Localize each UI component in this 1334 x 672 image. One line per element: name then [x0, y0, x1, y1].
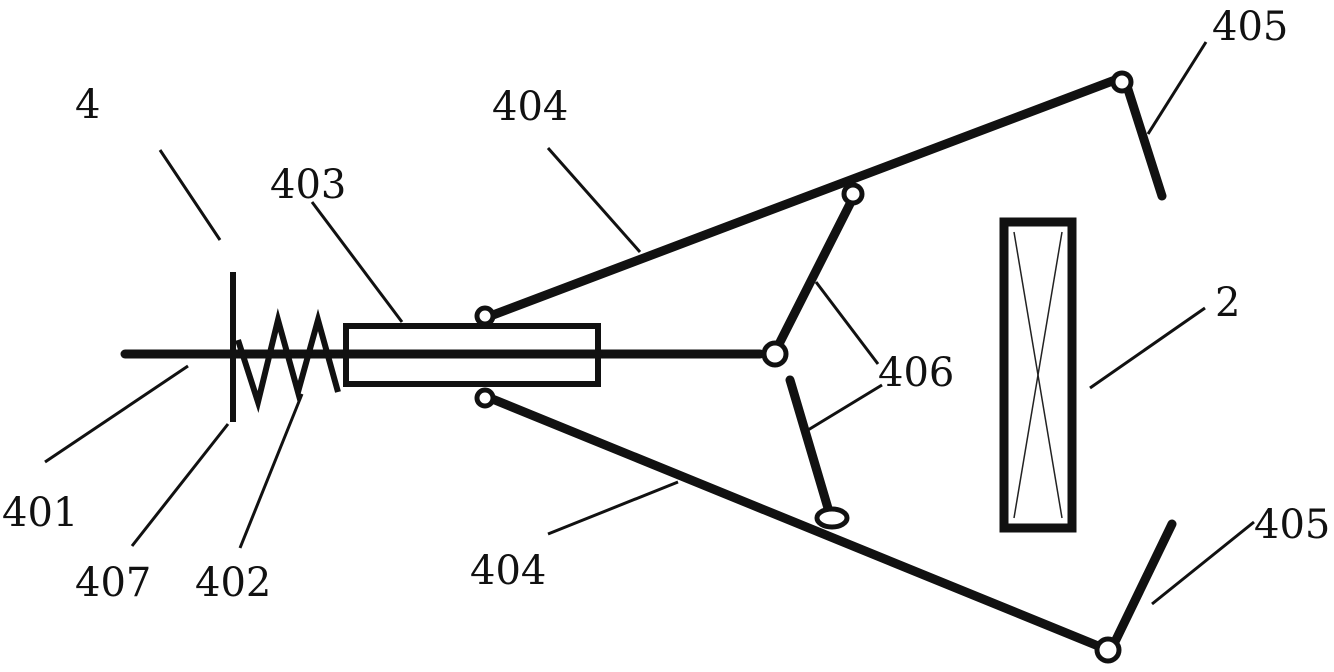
object-2 — [999, 217, 1077, 533]
gripper-405-top — [1120, 75, 1167, 201]
leader-405-top — [1146, 41, 1208, 135]
pivot-sleeve-top — [474, 305, 496, 327]
label-405-top: 405 — [1212, 4, 1288, 50]
label-404-bottom: 404 — [470, 548, 546, 594]
leader-405-bottom — [1151, 520, 1255, 606]
label-407: 407 — [75, 560, 151, 606]
leader-404-top — [546, 147, 642, 253]
pivot-sleeve-bottom — [474, 387, 496, 409]
leader-401 — [44, 364, 189, 464]
pivot-rod-end — [761, 340, 789, 368]
label-403: 403 — [270, 162, 346, 208]
label-404-top: 404 — [492, 84, 568, 130]
label-401: 401 — [2, 490, 78, 536]
leader-406-top — [814, 281, 880, 365]
pivot-arm-top — [841, 182, 865, 206]
arm-404-bottom — [480, 391, 1113, 655]
label-4: 4 — [75, 82, 100, 128]
gripper-405-bottom — [1107, 519, 1177, 653]
leader-406-bottom — [807, 383, 883, 432]
leader-403 — [310, 201, 404, 323]
label-2: 2 — [1215, 280, 1240, 326]
pivot-gripper-top — [1110, 70, 1134, 94]
leader-402 — [238, 393, 304, 549]
spring-402 — [235, 308, 341, 414]
label-406: 406 — [878, 350, 954, 396]
leader-407 — [130, 423, 230, 547]
object-2-diagonal-2 — [1013, 231, 1063, 519]
pivot-gripper-bottom — [1094, 636, 1122, 664]
pivot-arm-bottom — [814, 506, 850, 530]
arm-404-top — [480, 72, 1128, 323]
label-405-bottom: 405 — [1254, 502, 1330, 548]
link-406-top — [770, 189, 860, 357]
leader-404-bottom — [547, 480, 679, 536]
leader-2 — [1089, 306, 1206, 390]
link-406-bottom — [785, 375, 835, 520]
label-402: 402 — [195, 560, 271, 606]
leader-4 — [158, 149, 222, 241]
